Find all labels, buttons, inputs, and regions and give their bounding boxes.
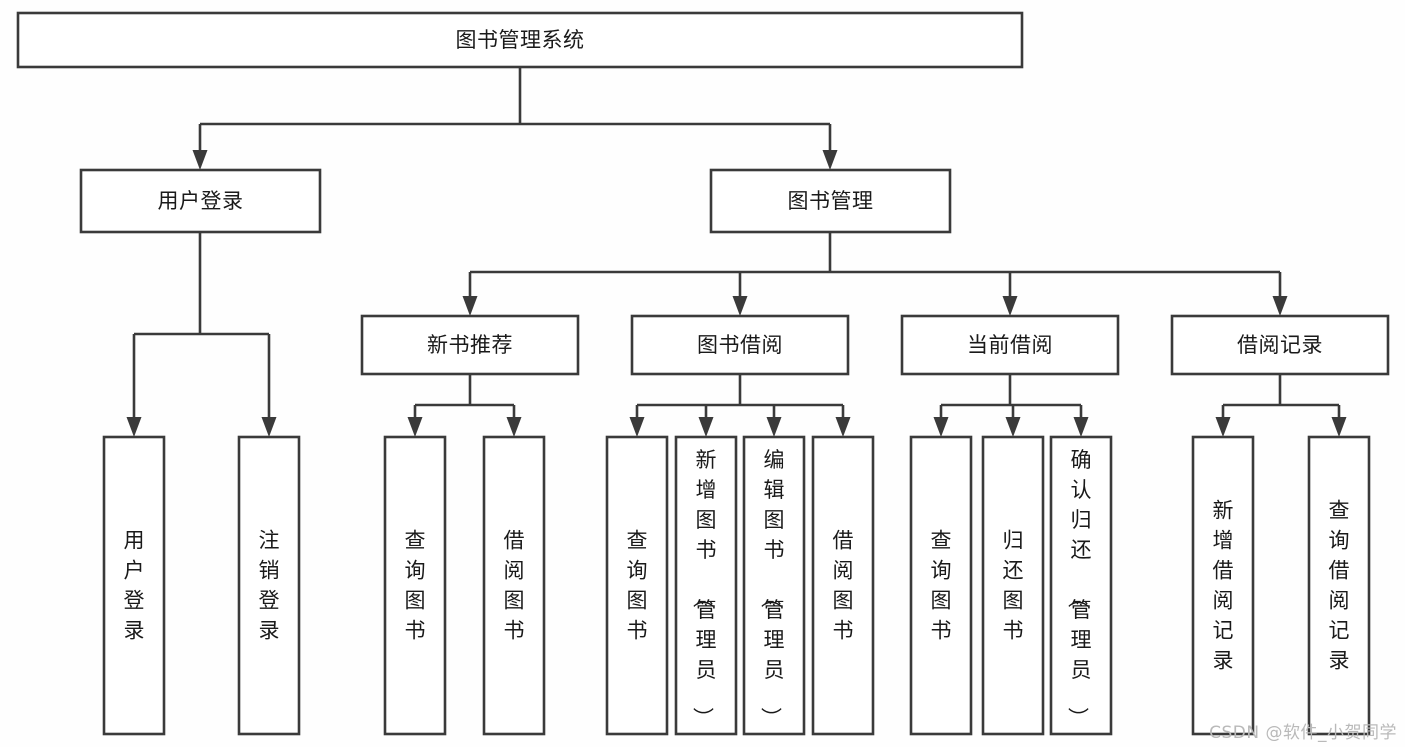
- node-leaf-return-book[interactable]: 归还图书: [981, 435, 1045, 736]
- connector-group-record-to-leaves: [1215, 374, 1347, 437]
- node-box-leaf-borrow-book-rec[interactable]: [482, 435, 546, 736]
- node-label-leaf-edit-book: 编辑图书（管理员）: [759, 448, 785, 728]
- arrow-head-icon: [261, 417, 277, 437]
- node-box-current-borrow[interactable]: [900, 314, 1120, 376]
- node-box-leaf-edit-book[interactable]: [742, 435, 806, 736]
- node-label-book-management: 图书管理: [788, 189, 874, 213]
- node-book-borrow[interactable]: 图书借阅: [630, 314, 850, 376]
- node-box-new-book-recommend[interactable]: [360, 314, 580, 376]
- arrow-head-icon: [192, 150, 208, 170]
- node-label-user-login: 用户登录: [158, 189, 244, 213]
- node-label-borrow-record: 借阅记录: [1237, 333, 1323, 357]
- arrow-head-icon: [1215, 417, 1231, 437]
- arrow-head-icon: [698, 417, 714, 437]
- arrow-head-icon: [766, 417, 782, 437]
- node-box-leaf-add-record[interactable]: [1191, 435, 1255, 736]
- node-label-leaf-confirm-return: 确认归还（管理员）: [1066, 448, 1092, 728]
- node-label-leaf-borrow-book-rec: 借阅图书: [504, 529, 525, 643]
- node-box-leaf-query-record[interactable]: [1307, 435, 1371, 736]
- node-label-leaf-return-book: 归还图书: [1003, 529, 1024, 643]
- node-label-root: 图书管理系统: [456, 28, 585, 52]
- node-leaf-edit-book[interactable]: 编辑图书（管理员）: [742, 435, 806, 736]
- node-label-book-borrow: 图书借阅: [697, 333, 783, 357]
- node-root[interactable]: 图书管理系统: [16, 11, 1024, 69]
- node-label-new-book-recommend: 新书推荐: [427, 333, 513, 357]
- node-label-leaf-query-book-rec: 查询图书: [405, 529, 426, 643]
- node-box-leaf-query-book-bor[interactable]: [605, 435, 669, 736]
- node-leaf-confirm-return[interactable]: 确认归还（管理员）: [1049, 435, 1113, 736]
- node-box-user-login[interactable]: [79, 168, 322, 234]
- arrow-head-icon: [1002, 296, 1018, 316]
- node-label-leaf-query-book-bor: 查询图书: [627, 529, 648, 643]
- arrow-head-icon: [1272, 296, 1288, 316]
- arrow-head-icon: [407, 417, 423, 437]
- node-label-leaf-user-logout: 注销登录: [259, 529, 280, 643]
- node-leaf-user-login[interactable]: 用户登录: [102, 435, 166, 736]
- arrow-head-icon: [933, 417, 949, 437]
- node-borrow-record[interactable]: 借阅记录: [1170, 314, 1390, 376]
- arrow-head-icon: [835, 417, 851, 437]
- node-label-leaf-borrow-book-bor: 借阅图书: [833, 529, 854, 643]
- node-leaf-borrow-book-rec[interactable]: 借阅图书: [482, 435, 546, 736]
- node-leaf-query-book-rec[interactable]: 查询图书: [383, 435, 447, 736]
- node-label-leaf-query-book-cur: 查询图书: [931, 529, 952, 643]
- node-box-leaf-user-logout[interactable]: [237, 435, 301, 736]
- node-leaf-add-record[interactable]: 新增借阅记录: [1191, 435, 1255, 736]
- connector-group-borrow-to-leaves: [629, 374, 851, 437]
- connector-group-current-to-leaves: [933, 374, 1089, 437]
- node-box-book-management[interactable]: [709, 168, 952, 234]
- node-current-borrow[interactable]: 当前借阅: [900, 314, 1120, 376]
- node-leaf-query-record[interactable]: 查询借阅记录: [1307, 435, 1371, 736]
- connector-group-recommend-to-leaves: [407, 374, 522, 437]
- node-book-management[interactable]: 图书管理: [709, 168, 952, 234]
- node-label-leaf-user-login: 用户登录: [124, 529, 145, 643]
- node-new-book-recommend[interactable]: 新书推荐: [360, 314, 580, 376]
- node-box-root[interactable]: [16, 11, 1024, 69]
- node-leaf-query-book-cur[interactable]: 查询图书: [909, 435, 973, 736]
- arrow-head-icon: [822, 150, 838, 170]
- arrow-head-icon: [1005, 417, 1021, 437]
- node-label-leaf-add-record: 新增借阅记录: [1213, 499, 1234, 673]
- node-box-book-borrow[interactable]: [630, 314, 850, 376]
- node-label-current-borrow: 当前借阅: [967, 333, 1053, 357]
- connector-group-root-to-level1: [192, 67, 838, 170]
- node-box-leaf-query-book-rec[interactable]: [383, 435, 447, 736]
- node-box-leaf-confirm-return[interactable]: [1049, 435, 1113, 736]
- arrow-head-icon: [462, 296, 478, 316]
- node-leaf-query-book-bor[interactable]: 查询图书: [605, 435, 669, 736]
- node-box-leaf-user-login[interactable]: [102, 435, 166, 736]
- arrow-head-icon: [126, 417, 142, 437]
- arrow-head-icon: [732, 296, 748, 316]
- node-leaf-add-book[interactable]: 新增图书（管理员）: [674, 435, 738, 736]
- arrow-head-icon: [506, 417, 522, 437]
- node-leaf-user-logout[interactable]: 注销登录: [237, 435, 301, 736]
- node-label-leaf-query-record: 查询借阅记录: [1329, 499, 1350, 673]
- node-label-leaf-add-book: 新增图书（管理员）: [691, 448, 717, 728]
- connector-group-userlogin-to-leaves: [126, 232, 277, 437]
- node-box-borrow-record[interactable]: [1170, 314, 1390, 376]
- node-user-login[interactable]: 用户登录: [79, 168, 322, 234]
- node-box-leaf-borrow-book-bor[interactable]: [811, 435, 875, 736]
- node-leaf-borrow-book-bor[interactable]: 借阅图书: [811, 435, 875, 736]
- node-box-leaf-return-book[interactable]: [981, 435, 1045, 736]
- arrow-head-icon: [1073, 417, 1089, 437]
- arrow-head-icon: [629, 417, 645, 437]
- node-layer: 图书管理系统用户登录图书管理新书推荐图书借阅当前借阅借阅记录用户登录注销登录查询…: [16, 11, 1390, 736]
- connector-layer: [126, 67, 1347, 437]
- node-box-leaf-add-book[interactable]: [674, 435, 738, 736]
- arrow-head-icon: [1331, 417, 1347, 437]
- connector-group-bookmgmt-to-level2: [462, 232, 1288, 316]
- node-box-leaf-query-book-cur[interactable]: [909, 435, 973, 736]
